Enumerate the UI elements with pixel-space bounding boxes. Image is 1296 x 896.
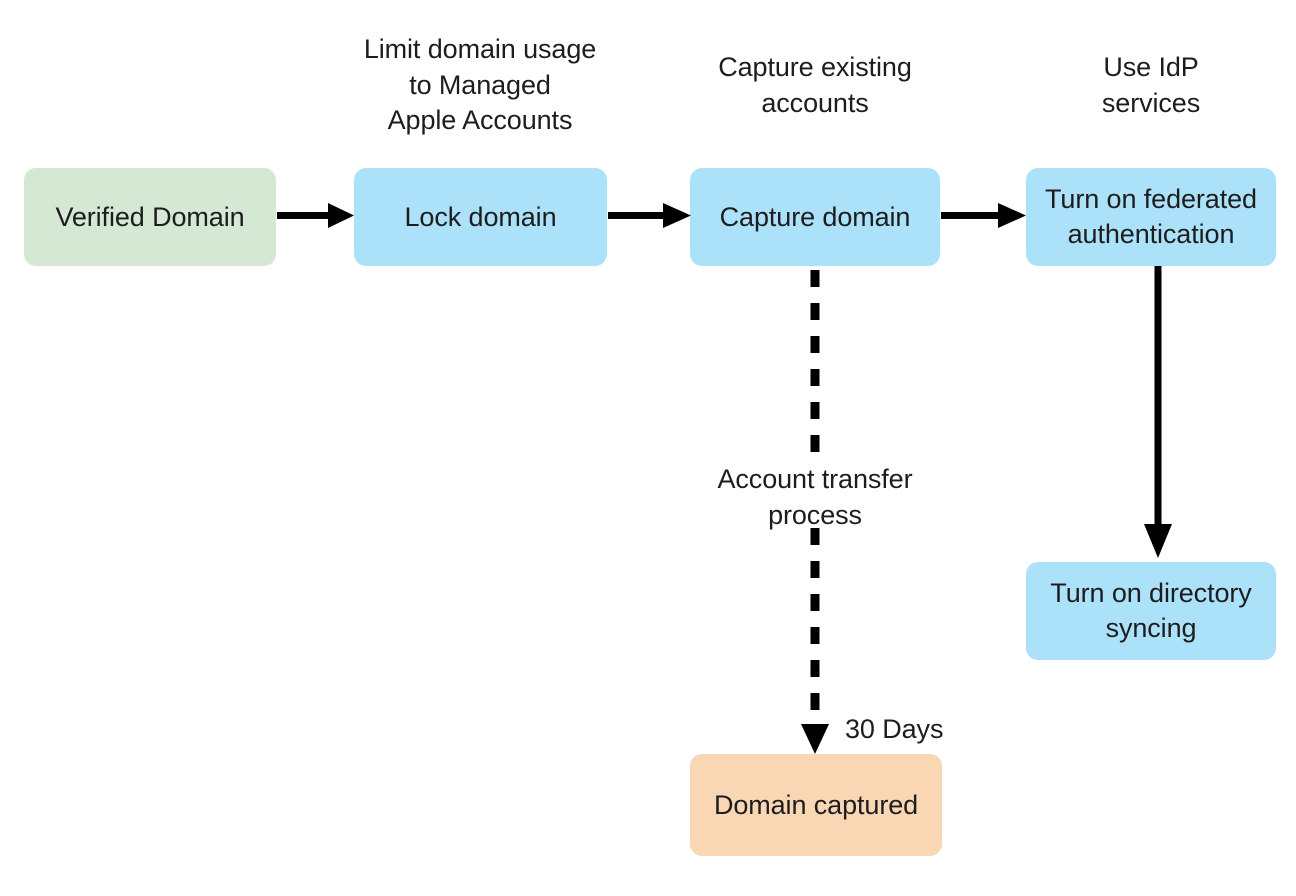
node-verified-domain[interactable]: Verified Domain — [24, 168, 276, 266]
arrow-verified-to-lock — [277, 203, 354, 228]
arrow-capture-to-captured-dashed-lower — [801, 528, 829, 754]
node-capture-domain[interactable]: Capture domain — [690, 168, 940, 266]
node-domain-captured[interactable]: Domain captured — [690, 754, 942, 856]
arrow-lock-to-capture — [608, 203, 691, 228]
edge-label-30-days: 30 Days — [845, 714, 944, 744]
arrow-capture-to-captured-dashed-upper — [810, 270, 820, 452]
arrow-capture-to-federated — [941, 203, 1026, 228]
arrow-federated-to-directory — [1144, 266, 1172, 558]
node-lock-domain[interactable]: Lock domain — [354, 168, 607, 266]
